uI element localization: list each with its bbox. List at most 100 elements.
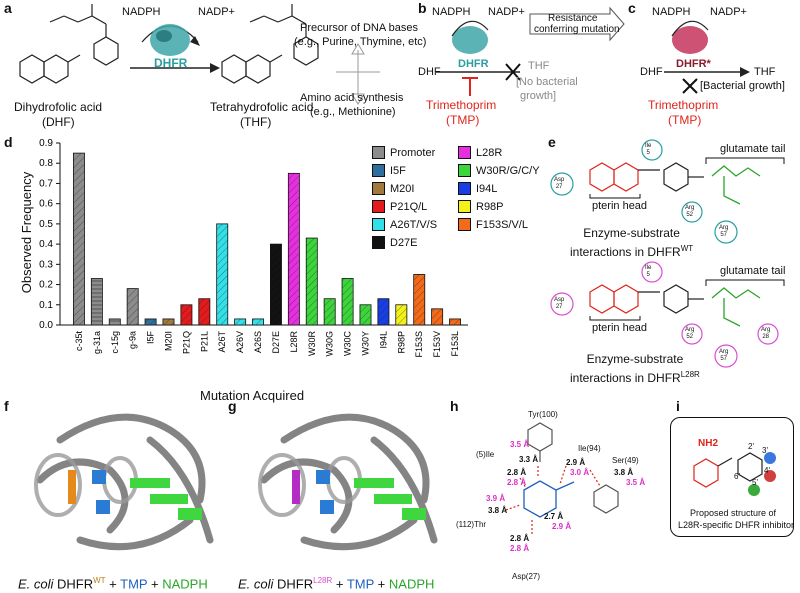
a-thf-name: Tetrahydrofolic acid — [210, 100, 314, 114]
bar-hatch-w30r — [306, 238, 318, 325]
a-enzyme: DHFR — [154, 56, 188, 70]
y-tick-label: 0.9 — [39, 138, 53, 149]
legend-label: F153S/V/L — [476, 218, 528, 231]
i-caption: Proposed structure of — [690, 508, 777, 518]
e-wt-caption-line1: Enzyme-substrate — [583, 226, 680, 240]
g-caption-nadph: NADPH — [388, 576, 435, 592]
e-wt-ile-num: 5 — [646, 150, 650, 156]
x-tick-label: g-31a — [92, 331, 102, 354]
e-mut-pterin: pterin head — [592, 322, 648, 334]
panel-label-h: h — [450, 398, 459, 414]
bar-hatch-p21q — [180, 304, 192, 325]
legend-label: P21Q/L — [390, 200, 428, 213]
i-p2: 2' — [748, 442, 754, 451]
legend-label: L28R — [476, 146, 503, 159]
legend-item: W30R/G/C/Y — [458, 164, 540, 177]
panel-label-d: d — [4, 134, 13, 150]
bar-hatch-a26v — [234, 318, 246, 325]
h-d12: 2.9 Å — [552, 522, 572, 531]
c-enzyme: DHFR* — [676, 58, 711, 70]
bar-hatch-g-9a — [127, 288, 139, 325]
b-drug: Trimethoprim — [426, 98, 497, 112]
y-tick-label: 0.8 — [39, 158, 53, 169]
x-tick-label: W30C — [343, 331, 353, 357]
h-d8: 3.5 Å — [626, 478, 646, 487]
legend-item: P21Q/L — [372, 200, 427, 213]
legend-label: D27E — [390, 236, 418, 249]
bar-hatch-c-15g — [109, 318, 121, 325]
h-d14: 2.8 Å — [510, 544, 530, 553]
x-tick-label: g-9a — [128, 331, 138, 349]
e-mut-asp-num: 27 — [555, 304, 563, 310]
bar-hatch-i5f — [145, 318, 157, 325]
x-tick-label: D27E — [271, 331, 281, 354]
panel-b-drawing — [436, 6, 750, 96]
legend-item: I94L — [458, 182, 497, 195]
c-nadp: NADP+ — [710, 6, 747, 18]
h-ile5: (5)Ile — [476, 450, 495, 459]
c-thf: THF — [754, 66, 776, 78]
i-caption2: L28R-specific DHFR inhibitor — [678, 520, 795, 530]
bar-hatch-d27e — [270, 244, 282, 325]
g-caption-plus1: + — [332, 576, 347, 592]
x-tick-label: P21Q — [181, 331, 191, 354]
h-d2: 3.5 Å — [510, 440, 530, 449]
x-tick-label: A26V — [235, 331, 245, 353]
bar-hatch-w30y — [359, 304, 372, 325]
x-tick-label: I94L — [378, 331, 388, 349]
e-wt-sup: WT — [680, 244, 694, 253]
i-p5: 5' — [752, 478, 758, 487]
e-wt-pterin: pterin head — [592, 200, 648, 212]
e-mut-caption-line1: Enzyme-substrate — [586, 352, 684, 366]
panel-label-e: e — [548, 134, 556, 150]
legend-item: R98P — [458, 200, 504, 213]
bar-hatch-f153s — [413, 274, 425, 325]
x-tick-label: W30R — [307, 331, 317, 357]
f-caption-prefix: E. coli — [18, 576, 54, 592]
e-mut-ile-label: Ile — [645, 265, 652, 271]
f-caption-plus1: + — [105, 576, 121, 592]
e-wt-asp-num: 27 — [555, 184, 563, 190]
b-mutation2: conferring mutation — [534, 24, 620, 35]
x-tick-label: W30Y — [361, 331, 371, 356]
y-tick-label: 0.4 — [39, 239, 53, 250]
f-caption: E. coli DHFRWT + TMP + NADPH — [18, 576, 208, 591]
g-caption-tmp: TMP — [346, 576, 375, 592]
h-ser: Ser(49) — [612, 456, 639, 465]
x-tick-label: F153L — [450, 331, 460, 357]
a-dhf-abbr: (DHF) — [42, 115, 75, 129]
x-tick-label: I5F — [146, 331, 156, 345]
legend-swatch — [372, 200, 385, 213]
legend-label: M20I — [390, 182, 415, 195]
b-drug-abbr: (TMP) — [446, 113, 480, 127]
e-mut-caption: Enzyme-substrate interactions in DHFRL28… — [570, 352, 700, 386]
h-d3: 2.8 Å — [507, 468, 527, 477]
legend-label: A26T/V/S — [390, 218, 438, 231]
legend-item: F153S/V/L — [458, 218, 528, 231]
y-tick-label: 0.2 — [39, 280, 53, 291]
bar-hatch-a26t — [216, 223, 228, 325]
x-tick-label: P21L — [199, 331, 209, 352]
h-d10: 3.8 Å — [488, 506, 508, 515]
e-mut-arg57-num: 57 — [720, 356, 728, 362]
a-thf-abbr: (THF) — [240, 115, 272, 129]
x-tick-label: R98P — [396, 331, 406, 354]
c-dhf: DHF — [640, 66, 663, 78]
legend-label: W30R/G/C/Y — [476, 164, 540, 177]
bar-hatch-l28r — [288, 173, 300, 325]
bar-hatch-m20i — [162, 318, 175, 325]
h-d11: 2.7 Å — [544, 512, 564, 521]
panel-label-c: c — [628, 0, 636, 16]
bar-hatch-f153l — [449, 318, 461, 325]
x-tick-label: c-35t — [74, 331, 84, 352]
c-drug: Trimethoprim — [648, 98, 719, 112]
x-tick-label: F153V — [432, 331, 442, 358]
e-wt-caption: Enzyme-substrate interactions in DHFRWT — [570, 226, 693, 260]
panel-label-b: b — [418, 0, 427, 16]
